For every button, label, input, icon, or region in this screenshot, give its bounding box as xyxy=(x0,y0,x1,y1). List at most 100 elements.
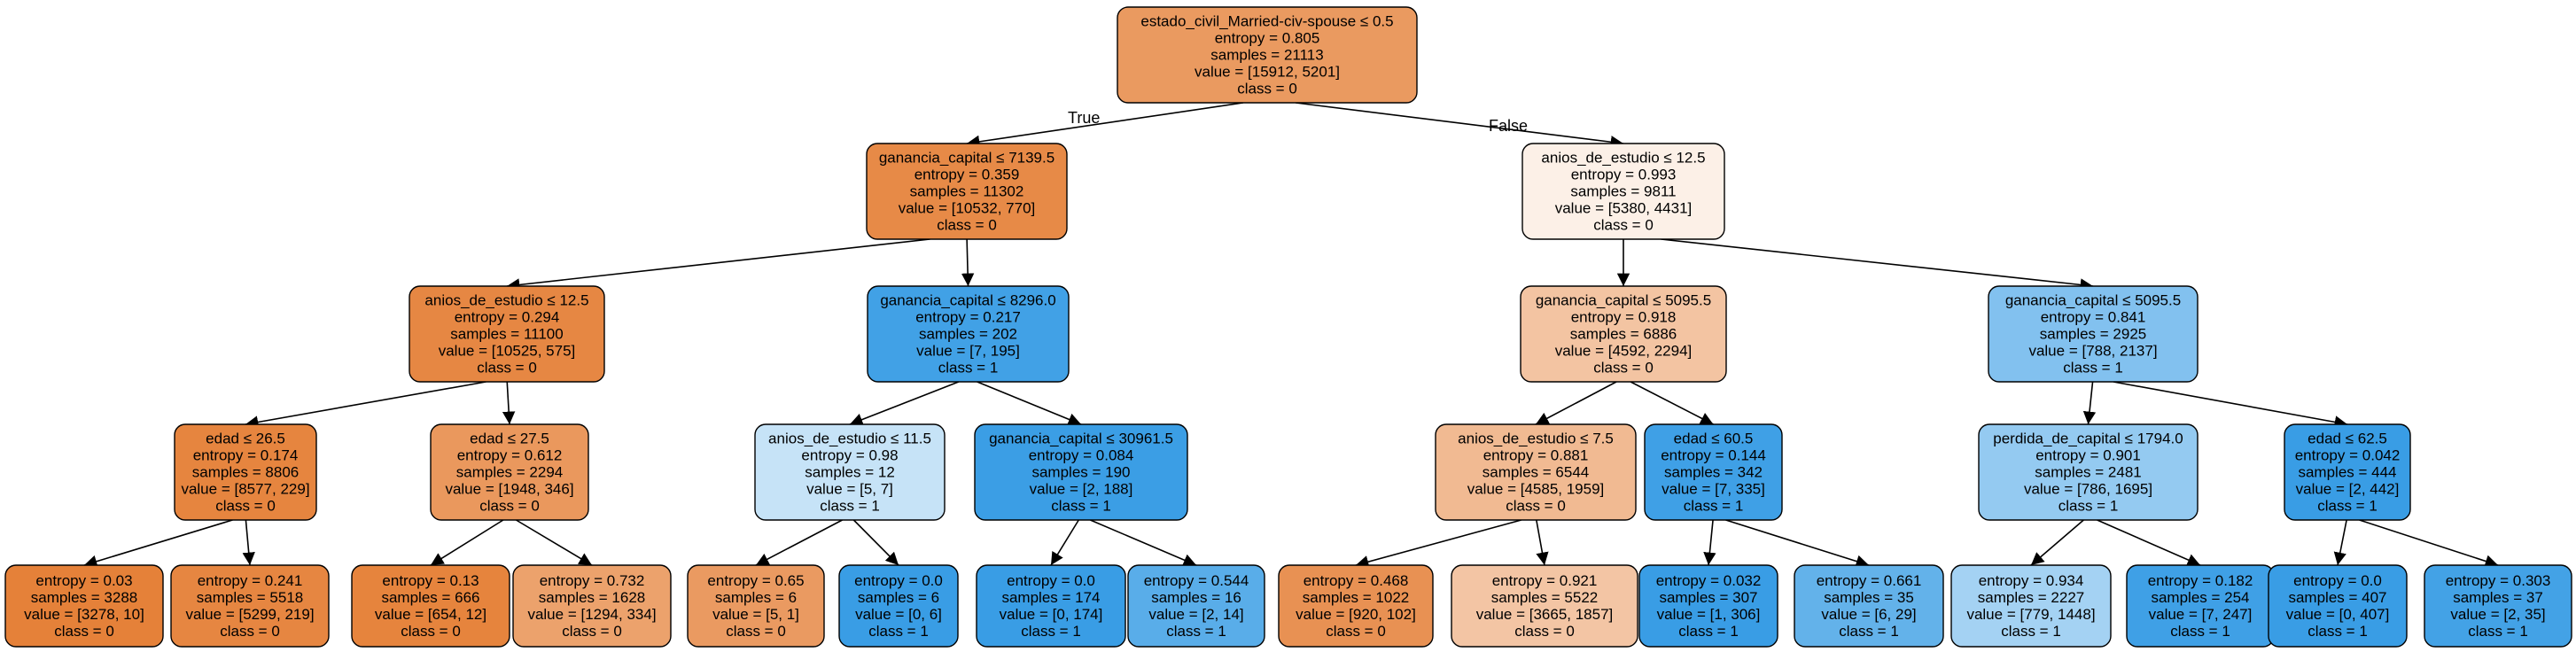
node-samples-text: samples = 37 xyxy=(2453,589,2543,606)
node-class-text: class = 1 xyxy=(2058,498,2119,515)
tree-edge xyxy=(2082,381,2097,425)
node-class-text: class = 1 xyxy=(1051,498,1111,515)
node-value-text: value = [0, 174] xyxy=(1000,606,1103,623)
node-samples-text: samples = 6 xyxy=(715,589,797,606)
tree-node-box xyxy=(409,285,605,383)
node-entropy-text: entropy = 0.732 xyxy=(540,572,645,589)
node-entropy-text: entropy = 0.144 xyxy=(1661,447,1766,464)
node-value-text: value = [2, 14] xyxy=(1148,606,1243,623)
tree-edge xyxy=(1703,519,1716,566)
node-value-text: value = [3665, 1857] xyxy=(1476,606,1614,623)
node-split-text: ganancia_capital ≤ 5095.5 xyxy=(2005,292,2181,309)
node-class-text: class = 1 xyxy=(1678,623,1739,640)
tree-edge xyxy=(83,519,233,568)
node-class-text: class = 1 xyxy=(2317,498,2378,515)
node-value-text: value = [6, 29] xyxy=(1821,606,1916,623)
node-class-text: class = 0 xyxy=(1326,623,1386,640)
node-value-text: value = [0, 407] xyxy=(2286,606,2390,623)
node-split-text: anios_de_estudio ≤ 12.5 xyxy=(1541,150,1705,167)
node-samples-text: samples = 6886 xyxy=(1570,326,1677,343)
tree-node-box xyxy=(1117,6,1418,104)
node-entropy-text: entropy = 0.241 xyxy=(198,572,303,589)
node-value-text: value = [2, 188] xyxy=(1030,481,1133,498)
node-value-text: value = [1294, 334] xyxy=(527,606,656,623)
tree-edge xyxy=(245,381,486,429)
node-class-text: class = 0 xyxy=(1593,217,1654,234)
tree-node-box xyxy=(1950,564,2112,648)
tree-edge xyxy=(516,519,593,566)
node-class-text: class = 0 xyxy=(1514,623,1575,640)
tree-edge xyxy=(1536,519,1549,566)
tree-edge xyxy=(961,238,975,287)
node-samples-text: samples = 11100 xyxy=(450,326,563,343)
tree-node-box xyxy=(2268,564,2408,648)
node-value-text: value = [779, 1448] xyxy=(1966,606,2095,623)
tree-node-box xyxy=(351,564,510,648)
node-entropy-text: entropy = 0.174 xyxy=(193,447,299,464)
node-value-text: value = [5, 1] xyxy=(712,606,799,623)
node-samples-text: samples = 1022 xyxy=(1303,589,1410,606)
node-samples-text: samples = 5522 xyxy=(1491,589,1599,606)
tree-edge xyxy=(242,519,255,566)
tree-node-box xyxy=(1638,564,1778,648)
node-entropy-text: entropy = 0.65 xyxy=(707,572,804,589)
tree-node-box xyxy=(1644,423,1783,521)
node-value-text: value = [1948, 346] xyxy=(445,481,573,498)
node-samples-text: samples = 16 xyxy=(1151,589,1241,606)
node-value-text: value = [7, 247] xyxy=(2149,606,2253,623)
node-samples-text: samples = 1628 xyxy=(539,589,646,606)
tree-edge xyxy=(755,519,843,566)
node-samples-text: samples = 2227 xyxy=(1978,589,2085,606)
node-value-text: value = [5380, 4431] xyxy=(1555,200,1693,217)
node-class-text: class = 1 xyxy=(868,623,929,640)
node-entropy-text: entropy = 0.993 xyxy=(1571,167,1677,183)
node-class-text: class = 0 xyxy=(220,623,280,640)
node-class-text: class = 1 xyxy=(2308,623,2368,640)
node-split-text: edad ≤ 27.5 xyxy=(470,431,549,447)
tree-node-box xyxy=(2424,564,2572,648)
node-value-text: value = [10532, 770] xyxy=(899,200,1036,217)
node-entropy-text: entropy = 0.03 xyxy=(35,572,132,589)
node-value-text: value = [7, 195] xyxy=(916,343,1020,360)
tree-node-box xyxy=(687,564,825,648)
node-value-text: value = [788, 2137] xyxy=(2028,343,2157,360)
node-split-text: perdida_de_capital ≤ 1794.0 xyxy=(1993,431,2183,447)
node-entropy-text: entropy = 0.841 xyxy=(2041,309,2146,326)
node-class-text: class = 1 xyxy=(1839,623,1899,640)
node-samples-text: samples = 9811 xyxy=(1570,183,1676,200)
node-samples-text: samples = 11302 xyxy=(910,183,1024,200)
tree-edge xyxy=(1355,519,1521,569)
tree-edge xyxy=(966,102,1243,149)
node-value-text: value = [786, 1695] xyxy=(2024,481,2152,498)
tree-edge xyxy=(1296,102,1624,149)
node-entropy-text: entropy = 0.805 xyxy=(1215,30,1320,47)
tree-node-box xyxy=(430,423,589,521)
node-samples-text: samples = 21113 xyxy=(1210,47,1323,64)
tree-node-box xyxy=(1978,423,2199,521)
tree-node-box xyxy=(1988,285,2199,383)
node-entropy-text: entropy = 0.934 xyxy=(1979,572,2084,589)
tree-node-box xyxy=(2284,423,2411,521)
tree-node-box xyxy=(867,285,1070,383)
node-class-text: class = 0 xyxy=(479,498,540,515)
tree-edge xyxy=(1090,519,1197,566)
